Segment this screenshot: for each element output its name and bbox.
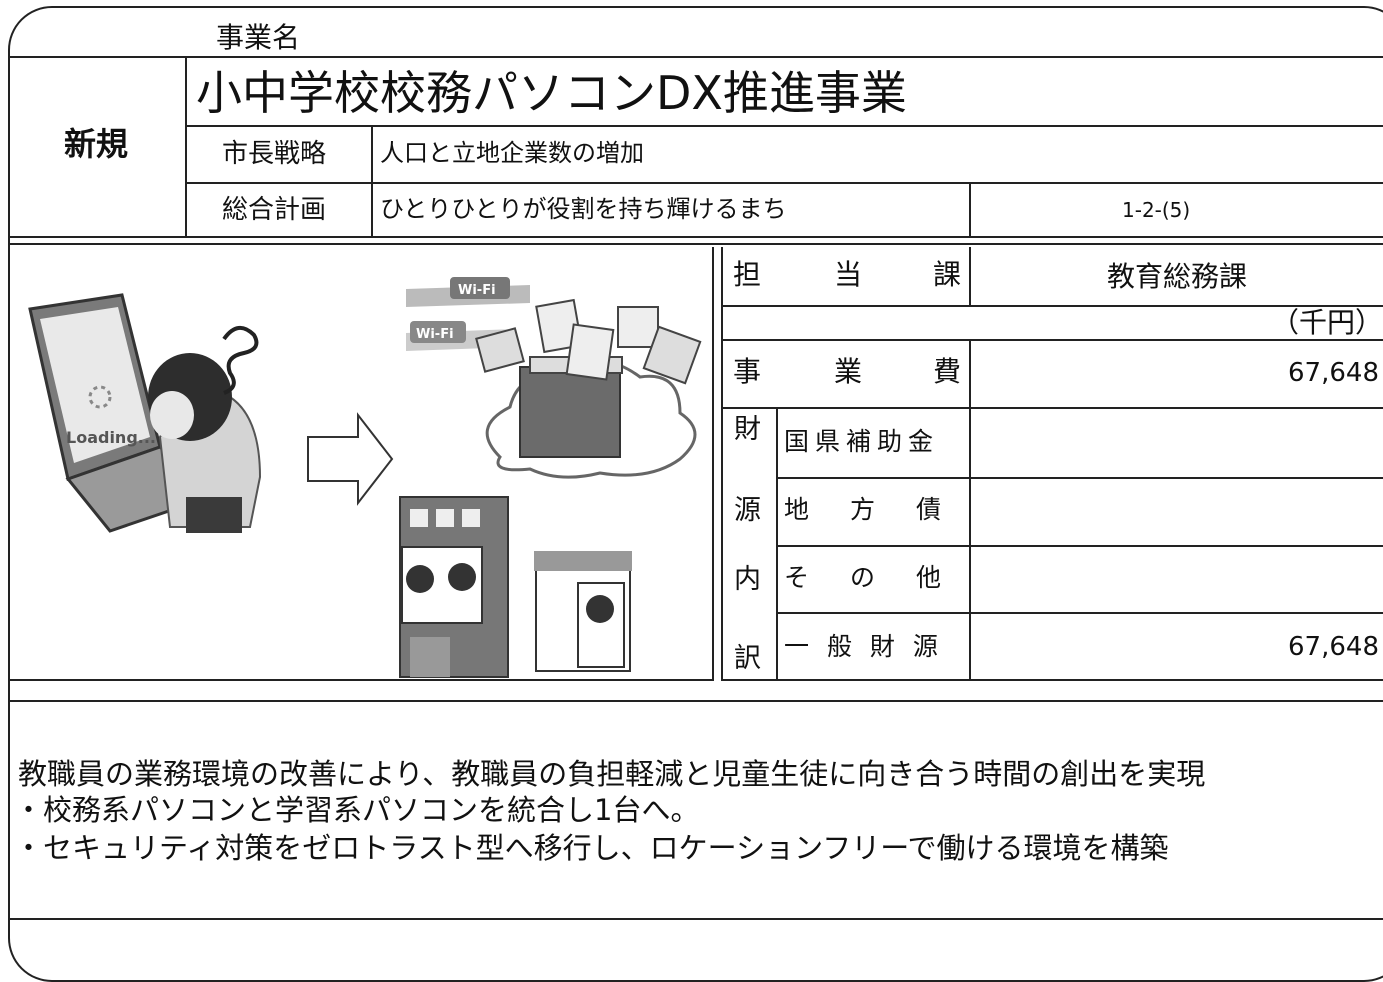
row-label-general: 一 般 財 源 [784,632,943,661]
total-label-char-2: 業 [834,355,863,388]
header-line-plan-top [186,182,1383,184]
row-label-subsidy: 国県補助金 [784,427,940,456]
plan-value: ひとりひとりが役割を持ち輝けるまち [380,195,787,223]
laptop-person-illustration: Loading... [28,293,262,533]
header-line-bottom-1 [10,236,1383,238]
table-line-total-bottom [721,407,1383,409]
breakdown-char-2: 源 [734,495,761,526]
table-left-border [721,247,723,681]
plan-code: 1-2-(5) [1122,198,1191,222]
row-label-bond: 地 方 債 [784,495,950,524]
total-label-char-1: 事 [733,355,762,388]
table-line-row3-bottom [776,612,1383,614]
dizzy-swirl [222,326,259,395]
illustration-box: Loading... Wi-Fi Wi-Fi [10,247,714,681]
table-line-total-top [721,339,1383,341]
dept-label-char-2: 当 [834,258,863,291]
wifi-text-1: Wi-Fi [458,283,496,298]
table-divider-value [969,339,971,681]
header-line-strategy-top [186,125,1383,127]
description-line-3: ・セキュリティ対策をゼロトラスト型へ移行し、ロケーションフリーで働ける環境を構築 [14,831,1169,865]
header-line-title-top [10,56,1383,58]
desc-line-top [10,700,1383,702]
row-value-general: 67,648 [1288,632,1379,662]
total-value: 67,648 [1288,358,1379,388]
project-name-label: 事業名 [216,21,301,54]
breakdown-char-3: 内 [734,564,761,595]
illustration: Loading... Wi-Fi Wi-Fi [28,277,702,678]
table-line-dept-bottom [721,305,1383,307]
table-line-row2-bottom [776,545,1383,547]
breakdown-char-1: 財 [734,414,761,445]
strategy-label: 市長戦略 [222,139,327,169]
loading-text: Loading... [66,428,156,447]
wifi-text-2: Wi-Fi [416,327,454,342]
plan-label: 総合計画 [222,195,327,225]
breakdown-char-4: 訳 [734,643,761,674]
header-divider-label [371,125,373,238]
category-label: 新規 [64,125,129,163]
book-shape [519,366,621,458]
header-divider-code [969,182,971,238]
header-line-bottom-2 [10,243,1383,245]
description-line-1: 教職員の業務環境の改善により、教職員の負担軽減と児童生徒に向き合う時間の創出を実… [18,757,1206,791]
strategy-value: 人口と立地企業数の増加 [380,139,644,167]
project-title: 小中学校校務パソコンDX推進事業 [196,66,907,120]
table-line-bottom [721,679,1383,681]
dept-label-char-3: 課 [933,258,962,291]
table-divider-value-top [969,247,971,307]
dept-label-char-1: 担 [733,258,762,291]
dept-value: 教育総務課 [1106,260,1247,293]
unit-label: （千円） [1270,306,1383,339]
arrow-shape [307,412,394,506]
desc-line-bottom [10,918,1383,920]
row-label-other: そ の 他 [784,563,950,592]
table-line-row1-bottom [776,477,1383,479]
description-line-2: ・校務系パソコンと学習系パソコンを統合し1台へ。 [14,793,700,827]
total-label-char-3: 費 [933,355,962,388]
table-divider-sub [776,408,778,681]
header-divider-category [185,56,187,238]
